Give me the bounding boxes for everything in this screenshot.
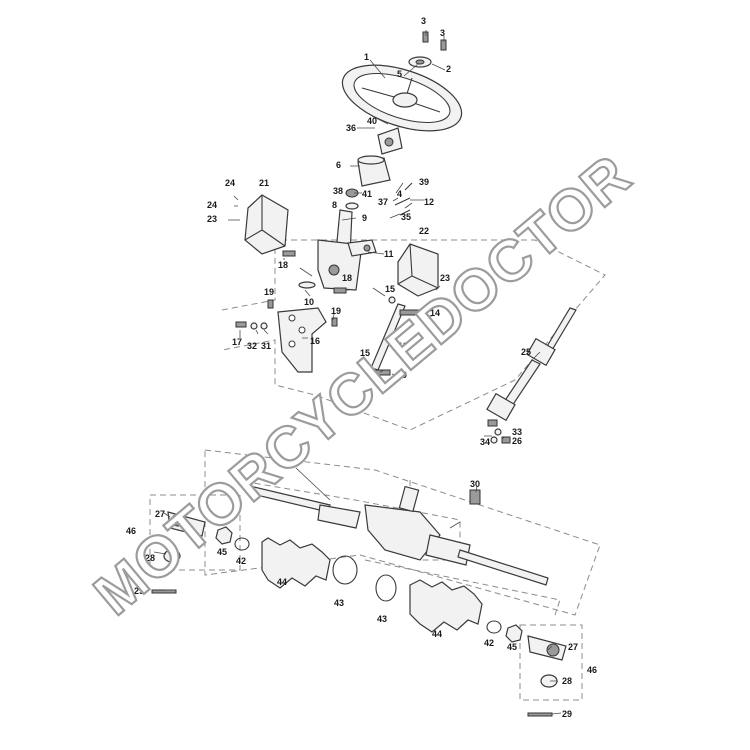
callout-label: 6: [336, 160, 341, 170]
callout-label: 7: [286, 460, 291, 470]
callout-label: 34: [480, 437, 490, 447]
callout-label: 13: [398, 341, 408, 351]
column-cover-cone: [357, 155, 391, 187]
callout-label: 26: [512, 436, 522, 446]
callout-label: 4: [397, 189, 402, 199]
callout-label: 5: [397, 69, 402, 79]
callout-label: 27: [155, 509, 165, 519]
callout-label: 8: [332, 200, 337, 210]
callout-label: 18: [278, 260, 288, 270]
horn-cap: [408, 56, 432, 68]
rack-group-outline: [204, 449, 601, 616]
tie-rod-end-left: [151, 511, 206, 594]
callout-label: 41: [362, 189, 372, 199]
callout-label: 45: [217, 547, 227, 557]
callout-label: 36: [346, 123, 356, 133]
tie-rod-group-outline-right: [519, 624, 583, 701]
callout-label: 3: [440, 28, 445, 38]
callout-label: 39: [419, 177, 429, 187]
callout-label: 46: [126, 526, 136, 536]
callout-label: 14: [430, 308, 440, 318]
callout-label: 31: [261, 341, 271, 351]
callout-label: 23: [207, 214, 217, 224]
callout-label: 29: [562, 709, 572, 719]
callout-label: 24: [207, 200, 217, 210]
callout-label: 17: [232, 337, 242, 347]
callout-label: 1: [364, 52, 369, 62]
callout-label: 38: [333, 186, 343, 196]
callout-label: 44: [432, 629, 442, 639]
column-shroud-left: [244, 194, 289, 255]
callout-label: 43: [377, 614, 387, 624]
callout-label: 10: [304, 297, 314, 307]
callout-label: 37: [378, 197, 388, 207]
callout-labels: 1 2 3 3 4 5 6 7 8 9 10 11 12 13 14 15 15…: [126, 16, 597, 719]
callout-label: 27: [568, 642, 578, 652]
steering-wheel: [341, 64, 463, 132]
callout-label: 21: [259, 178, 269, 188]
callout-label: 12: [424, 197, 434, 207]
callout-label: 42: [484, 638, 494, 648]
callout-label: 46: [587, 665, 597, 675]
callout-label: 30: [470, 479, 480, 489]
callout-label: 40: [367, 116, 377, 126]
bracket-fasteners: [235, 250, 347, 330]
callout-label: 16: [310, 336, 320, 346]
jam-nuts: [215, 526, 523, 643]
callout-label: 15: [360, 348, 370, 358]
callout-label: 45: [507, 642, 517, 652]
callout-label: 20: [397, 370, 407, 380]
callout-label: 23: [440, 273, 450, 283]
callout-label: 42: [236, 556, 246, 566]
callout-label: 11: [384, 249, 394, 259]
callout-label: 18: [342, 273, 352, 283]
callout-label: 22: [419, 226, 429, 236]
callout-label: 15: [385, 284, 395, 294]
callout-label: 28: [562, 676, 572, 686]
callout-label: 19: [264, 287, 274, 297]
callout-label: 44: [277, 577, 287, 587]
callout-label: 19: [331, 306, 341, 316]
tie-rod-end-right: [527, 635, 567, 717]
callout-label: 2: [446, 64, 451, 74]
callout-label: 33: [512, 427, 522, 437]
rack-boot-right: [409, 579, 483, 633]
callout-label: 29: [134, 586, 144, 596]
callout-label: 35: [401, 212, 411, 222]
callout-label: 9: [362, 213, 367, 223]
intermediate-shaft: [486, 307, 577, 444]
lower-steering-column: [358, 296, 421, 376]
column-group-outline: [221, 239, 606, 431]
hub-adapter: [377, 127, 403, 155]
cap-screws: [422, 31, 447, 51]
callout-label: 25: [521, 347, 531, 357]
leader-lines: [153, 30, 562, 715]
tie-rod-group-outline-left: [149, 494, 241, 571]
callout-label: 43: [334, 598, 344, 608]
tilt-lever: [347, 239, 377, 257]
column-hardware: [345, 182, 413, 216]
callout-label: 24: [225, 178, 235, 188]
callout-label: 28: [145, 553, 155, 563]
callout-label: 3: [421, 16, 426, 26]
callout-label: 32: [247, 341, 257, 351]
mounting-bracket: [277, 307, 327, 373]
rack-boot-left: [261, 537, 331, 589]
boot-clamps: [234, 537, 502, 634]
steering-rack-assembly: [247, 485, 549, 586]
